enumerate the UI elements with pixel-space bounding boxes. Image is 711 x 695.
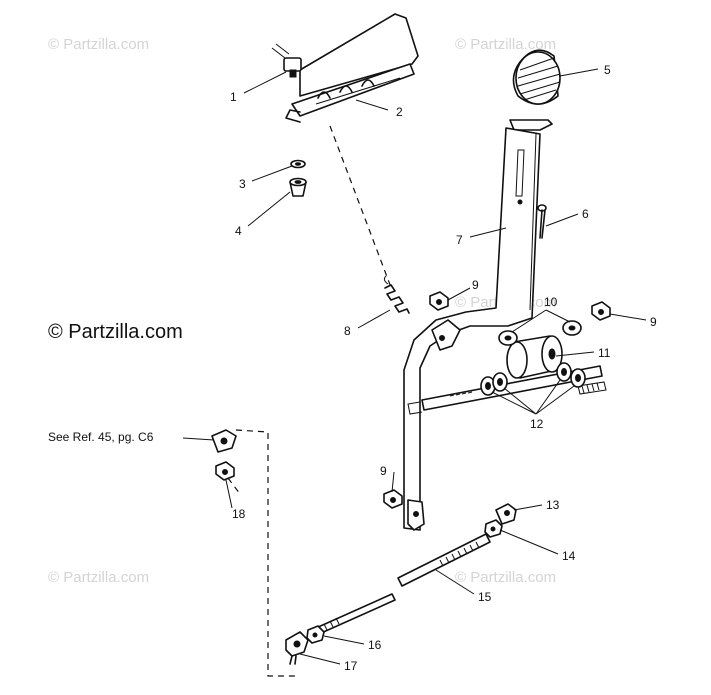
reference-bracket: [211, 429, 237, 453]
callout-9: 9: [650, 315, 657, 329]
callout-17: 17: [344, 659, 358, 673]
part-9-nut: [429, 291, 449, 311]
part-9-nut: [383, 489, 403, 509]
part-1-clip: [271, 43, 302, 78]
part-2-bracket: [285, 13, 419, 123]
part-13-rod-end: [495, 503, 517, 525]
part-10-washers: [498, 320, 582, 346]
part-6-cotter-pin: [537, 204, 547, 239]
part-16-jam-nut: [306, 625, 325, 644]
part-15-rod: [315, 533, 491, 635]
callout-14: 14: [562, 549, 576, 563]
callout-7: 7: [456, 233, 463, 247]
callout-labels: 1 2 3 4 5 6 7 8 9 9 9 10 11 12 13 14 15 …: [48, 63, 657, 673]
callout-1: 1: [230, 90, 237, 104]
callout-16: 16: [368, 638, 382, 652]
part-3-washer: [290, 159, 306, 169]
watermark: © Partzilla.com: [48, 36, 149, 53]
callout-2: 2: [396, 105, 403, 119]
callout-3: 3: [239, 177, 246, 191]
part-5-knob: [512, 49, 561, 105]
callout-12: 12: [530, 417, 544, 431]
watermark: © Partzilla.com: [455, 569, 556, 586]
part-11-pivot-bushing: [506, 335, 563, 379]
callout-11: 11: [598, 346, 611, 360]
part-8-spring: [383, 275, 410, 314]
callout-8: 8: [344, 324, 351, 338]
callout-9: 9: [380, 464, 387, 478]
callout-5: 5: [604, 63, 611, 77]
watermarks: © Partzilla.com © Partzilla.com © Partzi…: [48, 36, 556, 586]
pivot-shaft: [407, 365, 607, 415]
callout-4: 4: [235, 224, 242, 238]
reference-frame: [227, 477, 241, 495]
callout-10: 10: [544, 295, 558, 309]
reference-note: See Ref. 45, pg. C6: [48, 430, 154, 444]
part-7-shift-lever: [403, 119, 553, 531]
callout-13: 13: [546, 498, 560, 512]
part-17-rod-end: [285, 631, 309, 665]
callout-15: 15: [478, 590, 492, 604]
part-18-nut: [215, 461, 235, 481]
callout-9: 9: [472, 278, 479, 292]
part-14-jam-nut: [484, 519, 503, 538]
brand-watermark: © Partzilla.com: [48, 321, 183, 343]
callout-18: 18: [232, 507, 246, 521]
part-9-nut: [591, 301, 611, 321]
centerline: [329, 125, 393, 291]
part-4-bushing: [289, 177, 307, 197]
part-12-washers: [480, 362, 586, 396]
watermark: © Partzilla.com: [455, 36, 556, 53]
reference-frame: [235, 429, 298, 677]
callout-6: 6: [582, 207, 589, 221]
watermark: © Partzilla.com: [48, 569, 149, 586]
leader-lines: [182, 68, 647, 665]
